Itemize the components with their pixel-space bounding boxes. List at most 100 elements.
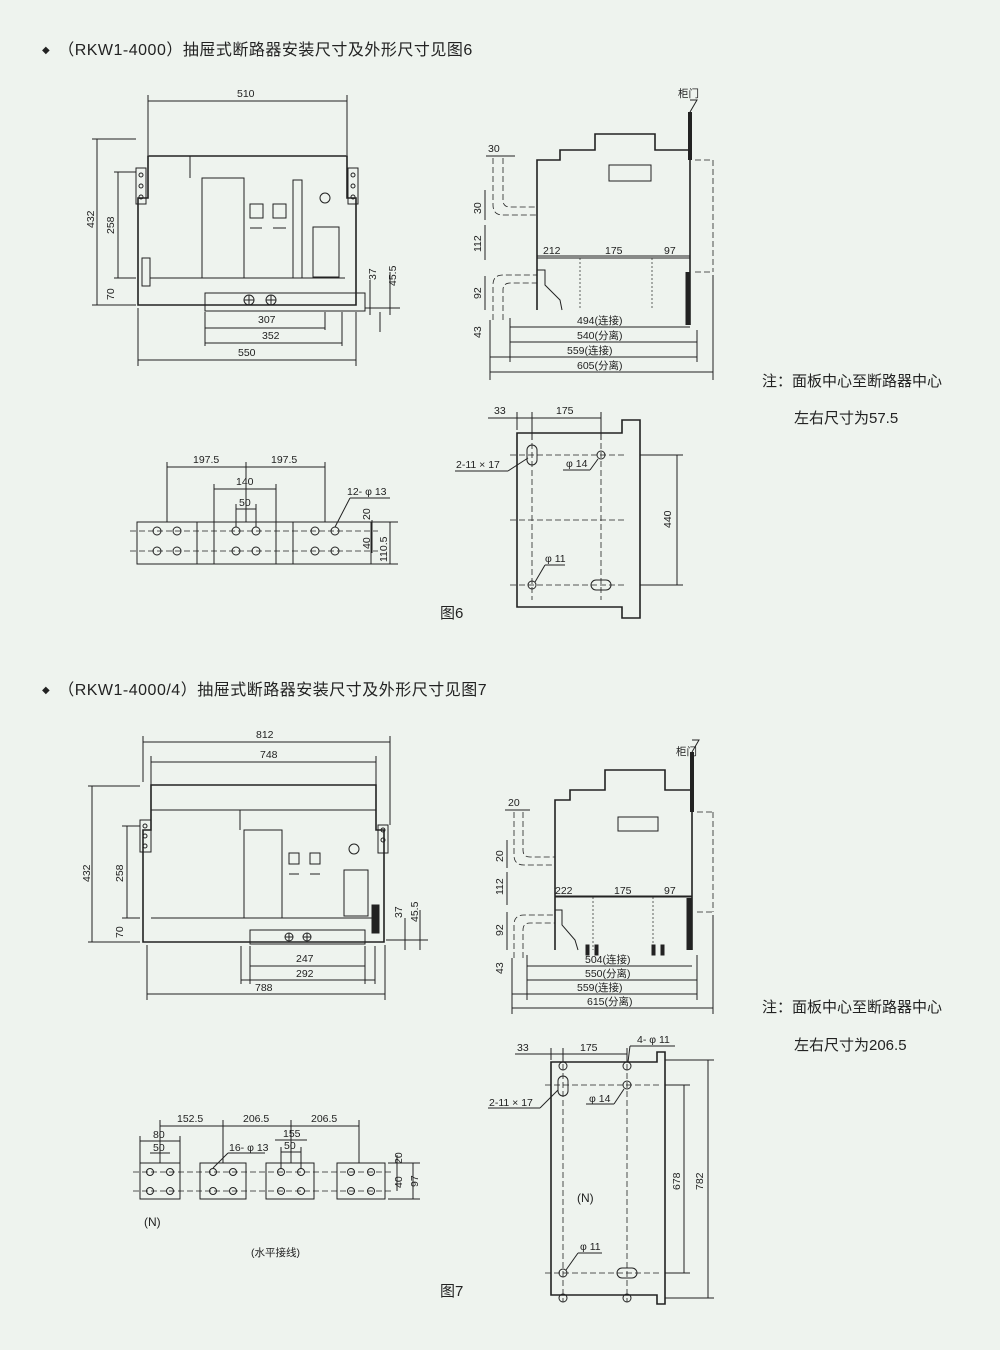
fig7-heading: ◆ （RKW1-4000/4）抽屉式断路器安装尺寸及外形尺寸见图7 [42,676,487,700]
fig6-bus-d197_5b: 197.5 [271,454,297,466]
fig7-busbar-view: 152.5 206.5 206.5 80 50 155 50 16- φ 13 … [133,1113,421,1259]
fig6-note-line1: 注：面板中心至断路器中心 [762,373,943,390]
bullet-icon: ◆ [42,685,51,696]
fig7-note-line1: 注：面板中心至断路器中心 [762,999,943,1016]
fig7-note-line2: 左右尺寸为206.5 [794,1037,907,1054]
fig7-front-d45_5: 45.5 [409,901,421,922]
fig7-bus-d206_5b: 206.5 [311,1113,337,1125]
fig7-front-d788: 788 [255,982,273,994]
fig6-front-d352: 352 [262,330,280,342]
fig6-side-d92: 92 [472,287,484,299]
fig7-front-d37: 37 [393,906,405,918]
fig7-side-d20a: 20 [508,797,520,809]
fig7-side-d97: 97 [664,885,676,897]
fig7-bus-holes: 16- φ 13 [229,1142,269,1154]
fig6-bus-d50: 50 [239,497,251,509]
fig6-side-d212: 212 [543,245,561,257]
fig6-side-d175: 175 [605,245,623,257]
fig6-front-d70: 70 [105,288,117,300]
fig7-bus-d50b: 50 [284,1140,296,1152]
fig7-heading-text: （RKW1-4000/4）抽屉式断路器安装尺寸及外形尺寸见图7 [58,682,488,699]
fig6-base-view: 33 175 2-11 × 17 φ 14 440 φ 11 [455,405,683,619]
fig6-front-d550: 550 [238,347,256,359]
fig6-front-d510: 510 [237,88,255,100]
fig7-side-d222: 222 [555,885,573,897]
fig7-side-d615: 615(分离) [587,995,633,1008]
fig7-front-d247: 247 [296,953,314,965]
fig7-side-d504: 504(连接) [585,953,631,966]
fig7-front-d292: 292 [296,968,314,980]
fig7-door-label: 柜门 [676,745,697,758]
fig6-bus-d20: 20 [361,508,373,520]
fig7-side-d112: 112 [494,878,506,895]
fig7-side-d43: 43 [494,962,506,974]
fig6-front-d258: 258 [105,216,117,234]
fig7-front-d748: 748 [260,749,278,761]
fig6-side-view: 柜门 30 30 112 92 43 212 175 97 494(连接) 54… [472,87,714,380]
fig7-side-d20b: 20 [494,850,506,862]
fig6-base-d33: 33 [494,405,506,417]
fig7-side-d559: 559(连接) [577,981,623,994]
fig7-base-view: 33 175 4- φ 11 2-11 × 17 φ 14 (N) 678 78… [488,1034,714,1305]
fig7-bus-d80: 80 [153,1129,165,1141]
fig6-front-d432: 432 [85,210,97,228]
fig6-front-view: 510 432 258 70 37 45.5 307 352 550 [85,88,400,366]
fig7-label: 图7 [440,1283,464,1300]
fig7-front-view: 812 748 432 258 70 37 45.5 247 292 788 [81,729,428,1000]
fig7-base-d14: φ 14 [589,1093,611,1105]
fig7-base-d33: 33 [517,1042,529,1054]
fig7-base-d175: 175 [580,1042,598,1054]
fig7-base-d782: 782 [694,1172,706,1190]
fig6-front-d37: 37 [367,268,379,280]
fig7-bus-d20: 20 [393,1152,405,1164]
fig6-busbar-view: 197.5 197.5 140 50 12- φ 13 20 40 110.5 [130,454,398,565]
fig6-side-d30b: 30 [472,202,484,214]
fig6-heading-text: （RKW1-4000）抽屉式断路器安装尺寸及外形尺寸见图6 [58,42,473,59]
fig7-front-d812: 812 [256,729,274,741]
fig7-base-d11: φ 11 [580,1241,601,1253]
fig7-base-n: (N) [577,1191,594,1205]
fig6-label: 图6 [440,605,464,622]
fig7-side-d550: 550(分离) [585,967,631,980]
fig7-bus-d152_5: 152.5 [177,1113,203,1125]
fig6-bus-d197_5a: 197.5 [193,454,219,466]
fig6-door-label: 柜门 [678,87,699,100]
fig6-note-line2: 左右尺寸为57.5 [794,410,899,427]
fig6-side-d112: 112 [472,235,484,252]
fig6-side-d559: 559(连接) [567,344,613,357]
fig7-bus-d50a: 50 [153,1142,165,1154]
fig6-bus-d40: 40 [361,537,373,549]
fig6-side-d605: 605(分离) [577,359,623,372]
fig7-base-d678: 678 [671,1172,683,1190]
fig7-base-slot: 2-11 × 17 [489,1097,533,1109]
fig7-front-d432: 432 [81,864,93,882]
fig6-bus-d110_5: 110.5 [378,536,390,562]
fig6-front-d307: 307 [258,314,276,326]
fig7-side-view: 柜门 20 20 112 92 43 222 175 97 504(连接) 55… [494,739,714,1014]
fig6-side-d43: 43 [472,326,484,338]
fig6-base-d175: 175 [556,405,574,417]
fig6-side-d30a: 30 [488,143,500,155]
fig6-base-d440: 440 [662,510,674,528]
fig6-heading: ◆ （RKW1-4000）抽屉式断路器安装尺寸及外形尺寸见图6 [42,36,473,60]
fig6-side-d540: 540(分离) [577,329,623,342]
fig6-base-d11: φ 11 [545,553,566,565]
fig6-side-d97: 97 [664,245,676,257]
fig7-bus-d40: 40 [393,1176,405,1188]
fig6-front-d45_5: 45.5 [387,265,399,286]
fig7-bus-d206_5a: 206.5 [243,1113,269,1125]
bullet-icon: ◆ [42,45,51,56]
fig6-bus-d140: 140 [236,476,254,488]
fig6-bus-holes: 12- φ 13 [347,486,387,498]
fig7-bus-d97: 97 [409,1175,421,1187]
fig6-base-d14: φ 14 [566,458,588,470]
fig7-side-d92: 92 [494,924,506,936]
fig7-bus-n: (N) [144,1215,161,1229]
fig7-side-d175: 175 [614,885,632,897]
fig7-front-d258: 258 [114,864,126,882]
fig7-bus-d155: 155 [283,1128,301,1140]
fig6-side-d494: 494(连接) [577,314,623,327]
fig7-bus-caption: (水平接线) [251,1246,300,1259]
fig7-front-d70: 70 [114,926,126,938]
